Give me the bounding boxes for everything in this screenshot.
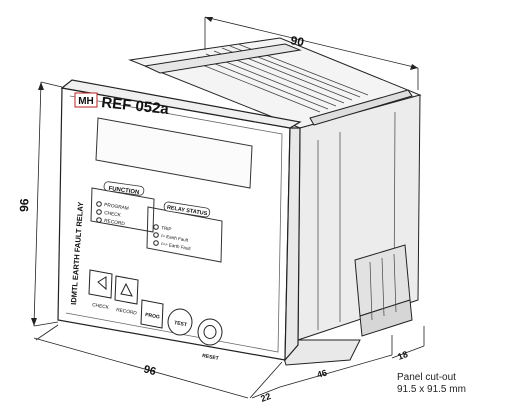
prog-button-label: PROG xyxy=(145,312,161,320)
check-button[interactable]: CHECK xyxy=(88,269,113,311)
test-button-label: TEST xyxy=(174,320,188,328)
dimension-bezel: 22 xyxy=(259,391,272,404)
brand-logo: MH xyxy=(74,92,98,108)
panel-cutout-note: Panel cut-out 91.5 x 91.5 mm xyxy=(397,372,466,396)
left-arrow-icon xyxy=(97,276,107,291)
check-led xyxy=(96,209,102,215)
function-item-record: RECORD xyxy=(104,218,126,227)
relay-housing xyxy=(128,37,422,366)
record-button-label: RECORD xyxy=(116,307,138,317)
dimension-terminal: 18 xyxy=(396,349,409,362)
up-arrow-icon xyxy=(120,282,133,297)
function-title: FUNCTION xyxy=(108,186,140,196)
dimension-depth: 90 xyxy=(289,33,305,49)
reset-button[interactable]: RESET xyxy=(197,318,223,362)
earth-fault-led xyxy=(153,232,159,238)
function-panel: FUNCTION PROGRAM CHECK RECORD xyxy=(90,181,155,233)
lcd-display xyxy=(95,117,253,189)
function-item-program: PROGRAM xyxy=(104,202,129,212)
dimension-arrows xyxy=(31,17,418,326)
status-item-trip: TRIP xyxy=(161,225,172,232)
reset-button-label: RESET xyxy=(202,353,219,362)
check-button-label: CHECK xyxy=(92,302,110,311)
dimension-height: 96 xyxy=(17,198,31,212)
earth-fault-high-led xyxy=(153,240,159,246)
status-item-earth-fault-high: I>> Earth Fault xyxy=(161,241,192,251)
panel-cutout-label: Panel cut-out xyxy=(397,372,456,383)
panel-cutout-size: 91.5 x 91.5 mm xyxy=(397,384,466,395)
program-led xyxy=(96,201,102,207)
dimension-lines xyxy=(33,16,425,399)
brand-logo-text: MH xyxy=(78,96,94,107)
test-button[interactable]: TEST xyxy=(167,308,193,336)
record-led xyxy=(96,217,102,223)
function-item-check: CHECK xyxy=(104,210,122,219)
record-button[interactable]: RECORD xyxy=(114,275,139,317)
prog-button[interactable]: PROG xyxy=(140,299,164,329)
status-item-earth-fault: I> Earth Fault xyxy=(161,233,189,243)
trip-led xyxy=(153,224,159,230)
dimension-behind-panel: 46 xyxy=(316,368,328,380)
dimension-width: 96 xyxy=(142,363,157,378)
